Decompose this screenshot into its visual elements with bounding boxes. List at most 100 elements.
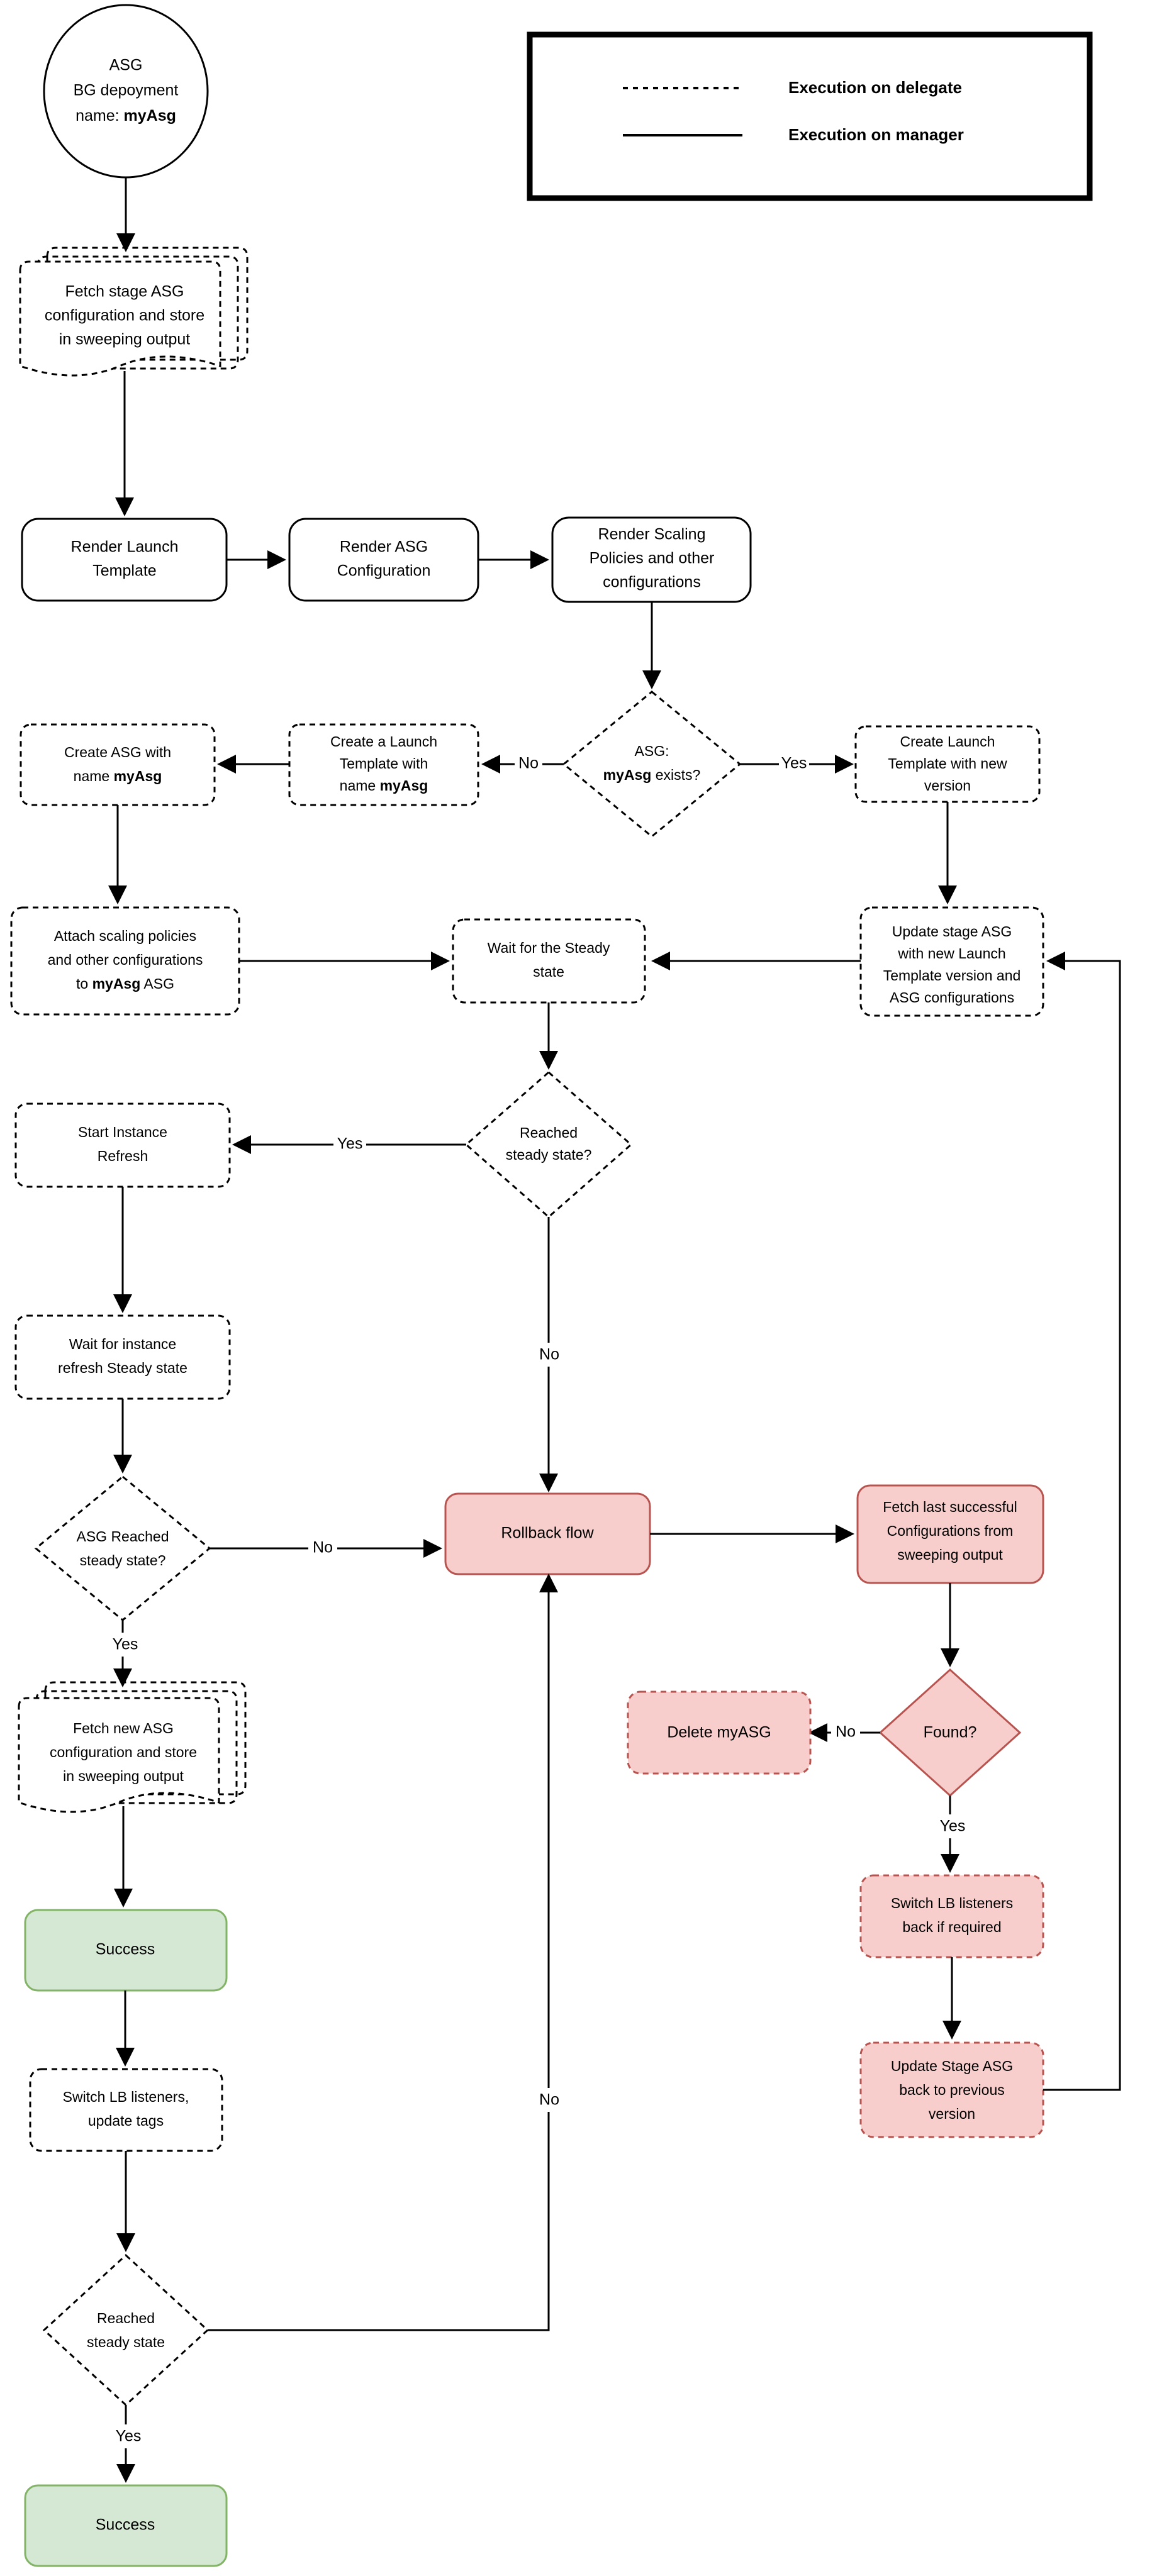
label-bg-no-3 — [308, 1536, 337, 1560]
update-stage-back-line2: back to previous — [899, 2082, 1004, 2098]
reached-bottom-line1: Reached — [97, 2310, 155, 2326]
fetch-last-line1: Fetch last successful — [883, 1499, 1017, 1515]
success-bottom-label: Success — [96, 2516, 155, 2534]
create-asg-line2: name myAsg — [74, 768, 162, 784]
node-asg-exists-decision[interactable]: ASG: myAsg exists? — [562, 691, 742, 838]
edge-label-asg-exists-no: No — [518, 755, 539, 772]
start-line3: name: myAsg — [75, 107, 176, 125]
asg-exists-diamond — [562, 691, 742, 838]
node-wait-instance-refresh[interactable]: Wait for instance refresh Steady state — [14, 1314, 231, 1400]
start-instance-refresh-rect — [14, 1102, 231, 1188]
edge-bottom-reached-no — [208, 1574, 558, 2331]
edge-label-reached-steady-yes: Yes — [337, 1135, 363, 1153]
success-top-label: Success — [96, 1941, 155, 1958]
attach-scaling-line2: and other configurations — [48, 952, 203, 968]
create-asg-line2-bold: myAsg — [114, 768, 162, 784]
node-render-launch-template[interactable]: Render Launch Template — [21, 518, 228, 602]
node-rollback-flow[interactable]: Rollback flow — [444, 1492, 651, 1575]
switch-lb-back-rect — [859, 1874, 1044, 1958]
switch-lb-back-line2: back if required — [902, 1919, 1001, 1935]
switch-lb-tags-line2: update tags — [88, 2112, 164, 2129]
legend-border — [527, 31, 1093, 201]
fetch-new-line1: Fetch new ASG — [73, 1720, 174, 1736]
asg-reached-line1: ASG Reached — [76, 1528, 169, 1545]
reached-bottom-line2: steady state — [87, 2334, 165, 2350]
attach-scaling-line3-suffix: ASG — [140, 975, 174, 992]
wait-steady-line2: state — [533, 963, 564, 980]
update-stage-asg-rect — [859, 906, 1044, 1017]
label-bg-no-2 — [535, 1343, 564, 1367]
fetch-new-line3: in sweeping output — [63, 1768, 184, 1784]
node-switch-lb-back[interactable]: Switch LB listeners back if required — [859, 1874, 1044, 1958]
node-start[interactable]: ASG BG depoyment name: myAsg — [43, 4, 209, 179]
attach-scaling-line1: Attach scaling policies — [54, 928, 196, 944]
label-bg-yes-1 — [779, 752, 809, 775]
edge-label-bottom-reached-yes: Yes — [116, 2428, 142, 2445]
start-refresh-line2: Refresh — [98, 1148, 148, 1164]
node-reached-steady-bottom-decision[interactable]: Reached steady state — [42, 2253, 210, 2407]
wait-steady-line1: Wait for the Steady — [488, 940, 610, 956]
fetch-last-line2: Configurations from — [887, 1523, 1014, 1539]
node-success-bottom[interactable]: Success — [24, 2484, 228, 2567]
node-render-scaling-policies[interactable]: Render Scaling Policies and other config… — [551, 516, 752, 603]
render-asg-rect — [288, 518, 479, 602]
update-stage-back-line3: version — [929, 2106, 975, 2122]
render-lt-line2: Template — [92, 562, 156, 580]
node-wait-steady-state[interactable]: Wait for the Steady state — [452, 918, 646, 1004]
wait-instance-refresh-rect — [14, 1314, 231, 1400]
rollback-flow-label: Rollback flow — [501, 1524, 594, 1542]
create-lt-named-line3: name myAsg — [340, 777, 428, 794]
node-fetch-new-asg[interactable]: Fetch new ASG configuration and store in… — [18, 1681, 247, 1813]
node-switch-lb-update-tags[interactable]: Switch LB listeners, update tags — [29, 2068, 223, 2152]
fetch-new-line2: configuration and store — [50, 1744, 197, 1760]
node-update-stage-asg[interactable]: Update stage ASG with new Launch Templat… — [859, 906, 1044, 1017]
create-lt-new-line2: Template with new — [888, 755, 1007, 772]
reached-steady-diamond — [464, 1071, 633, 1218]
label-bg-yes-4 — [937, 1814, 970, 1838]
create-asg-line2-prefix: name — [74, 768, 114, 784]
attach-scaling-line3-prefix: to — [76, 975, 92, 992]
switch-lb-tags-rect — [29, 2068, 223, 2152]
edge-update-stage-back-loop — [1043, 952, 1121, 2091]
asg-exists-line1: ASG: — [635, 743, 669, 759]
update-stage-line1: Update stage ASG — [892, 923, 1012, 940]
edge-label-bottom-reached-no: No — [539, 2091, 559, 2109]
delete-myasg-rect — [627, 1690, 812, 1775]
node-create-launch-template-new-version[interactable]: Create Launch Template with new version — [854, 725, 1041, 803]
node-fetch-stage-asg[interactable]: Fetch stage ASG configuration and store … — [19, 247, 249, 377]
create-lt-named-line1: Create a Launch — [330, 733, 437, 750]
found-label: Found? — [924, 1724, 977, 1741]
node-delete-myasg[interactable]: Delete myASG — [627, 1690, 812, 1775]
node-create-asg[interactable]: Create ASG with name myAsg — [20, 723, 216, 806]
create-lt-new-line1: Create Launch — [900, 733, 995, 750]
start-line2: BG depoyment — [74, 82, 179, 99]
create-lt-named-line2: Template with — [340, 755, 428, 772]
node-start-instance-refresh[interactable]: Start Instance Refresh — [14, 1102, 231, 1188]
node-create-launch-template-named[interactable]: Create a Launch Template with name myAsg — [288, 723, 479, 806]
update-stage-back-line1: Update Stage ASG — [891, 2058, 1013, 2074]
edge-label-asg-reached-no: No — [313, 1539, 333, 1557]
render-asg-line2: Configuration — [337, 562, 431, 580]
node-reached-steady-decision[interactable]: Reached steady state? — [464, 1071, 633, 1218]
switch-lb-back-line1: Switch LB listeners — [891, 1895, 1013, 1911]
asg-reached-line2: steady state? — [80, 1552, 166, 1568]
label-bg-yes-3 — [110, 1633, 143, 1657]
node-asg-reached-steady-decision[interactable]: ASG Reached steady state? — [34, 1475, 211, 1621]
reached-steady-line2: steady state? — [506, 1146, 592, 1163]
legend-label-manager: Execution on manager — [788, 125, 964, 144]
node-render-asg-config[interactable]: Render ASG Configuration — [288, 518, 479, 602]
node-attach-scaling-policies[interactable]: Attach scaling policies and other config… — [10, 906, 240, 1016]
create-lt-named-line3-bold: myAsg — [380, 777, 428, 794]
attach-scaling-line3: to myAsg ASG — [76, 975, 174, 992]
node-success-top[interactable]: Success — [24, 1909, 228, 1992]
node-fetch-last-successful[interactable]: Fetch last successful Configurations fro… — [856, 1484, 1044, 1584]
wait-steady-rect — [452, 918, 646, 1004]
node-found-decision[interactable]: Found? — [878, 1668, 1022, 1797]
wait-refresh-line2: refresh Steady state — [58, 1360, 187, 1376]
label-bg-yes-2 — [333, 1132, 366, 1156]
fetch-last-line3: sweeping output — [897, 1546, 1003, 1563]
create-asg-line1: Create ASG with — [64, 744, 171, 760]
label-bg-no-1 — [515, 752, 542, 775]
render-scaling-line2: Policies and other — [590, 550, 715, 567]
node-update-stage-back[interactable]: Update Stage ASG back to previous versio… — [859, 2041, 1044, 2138]
